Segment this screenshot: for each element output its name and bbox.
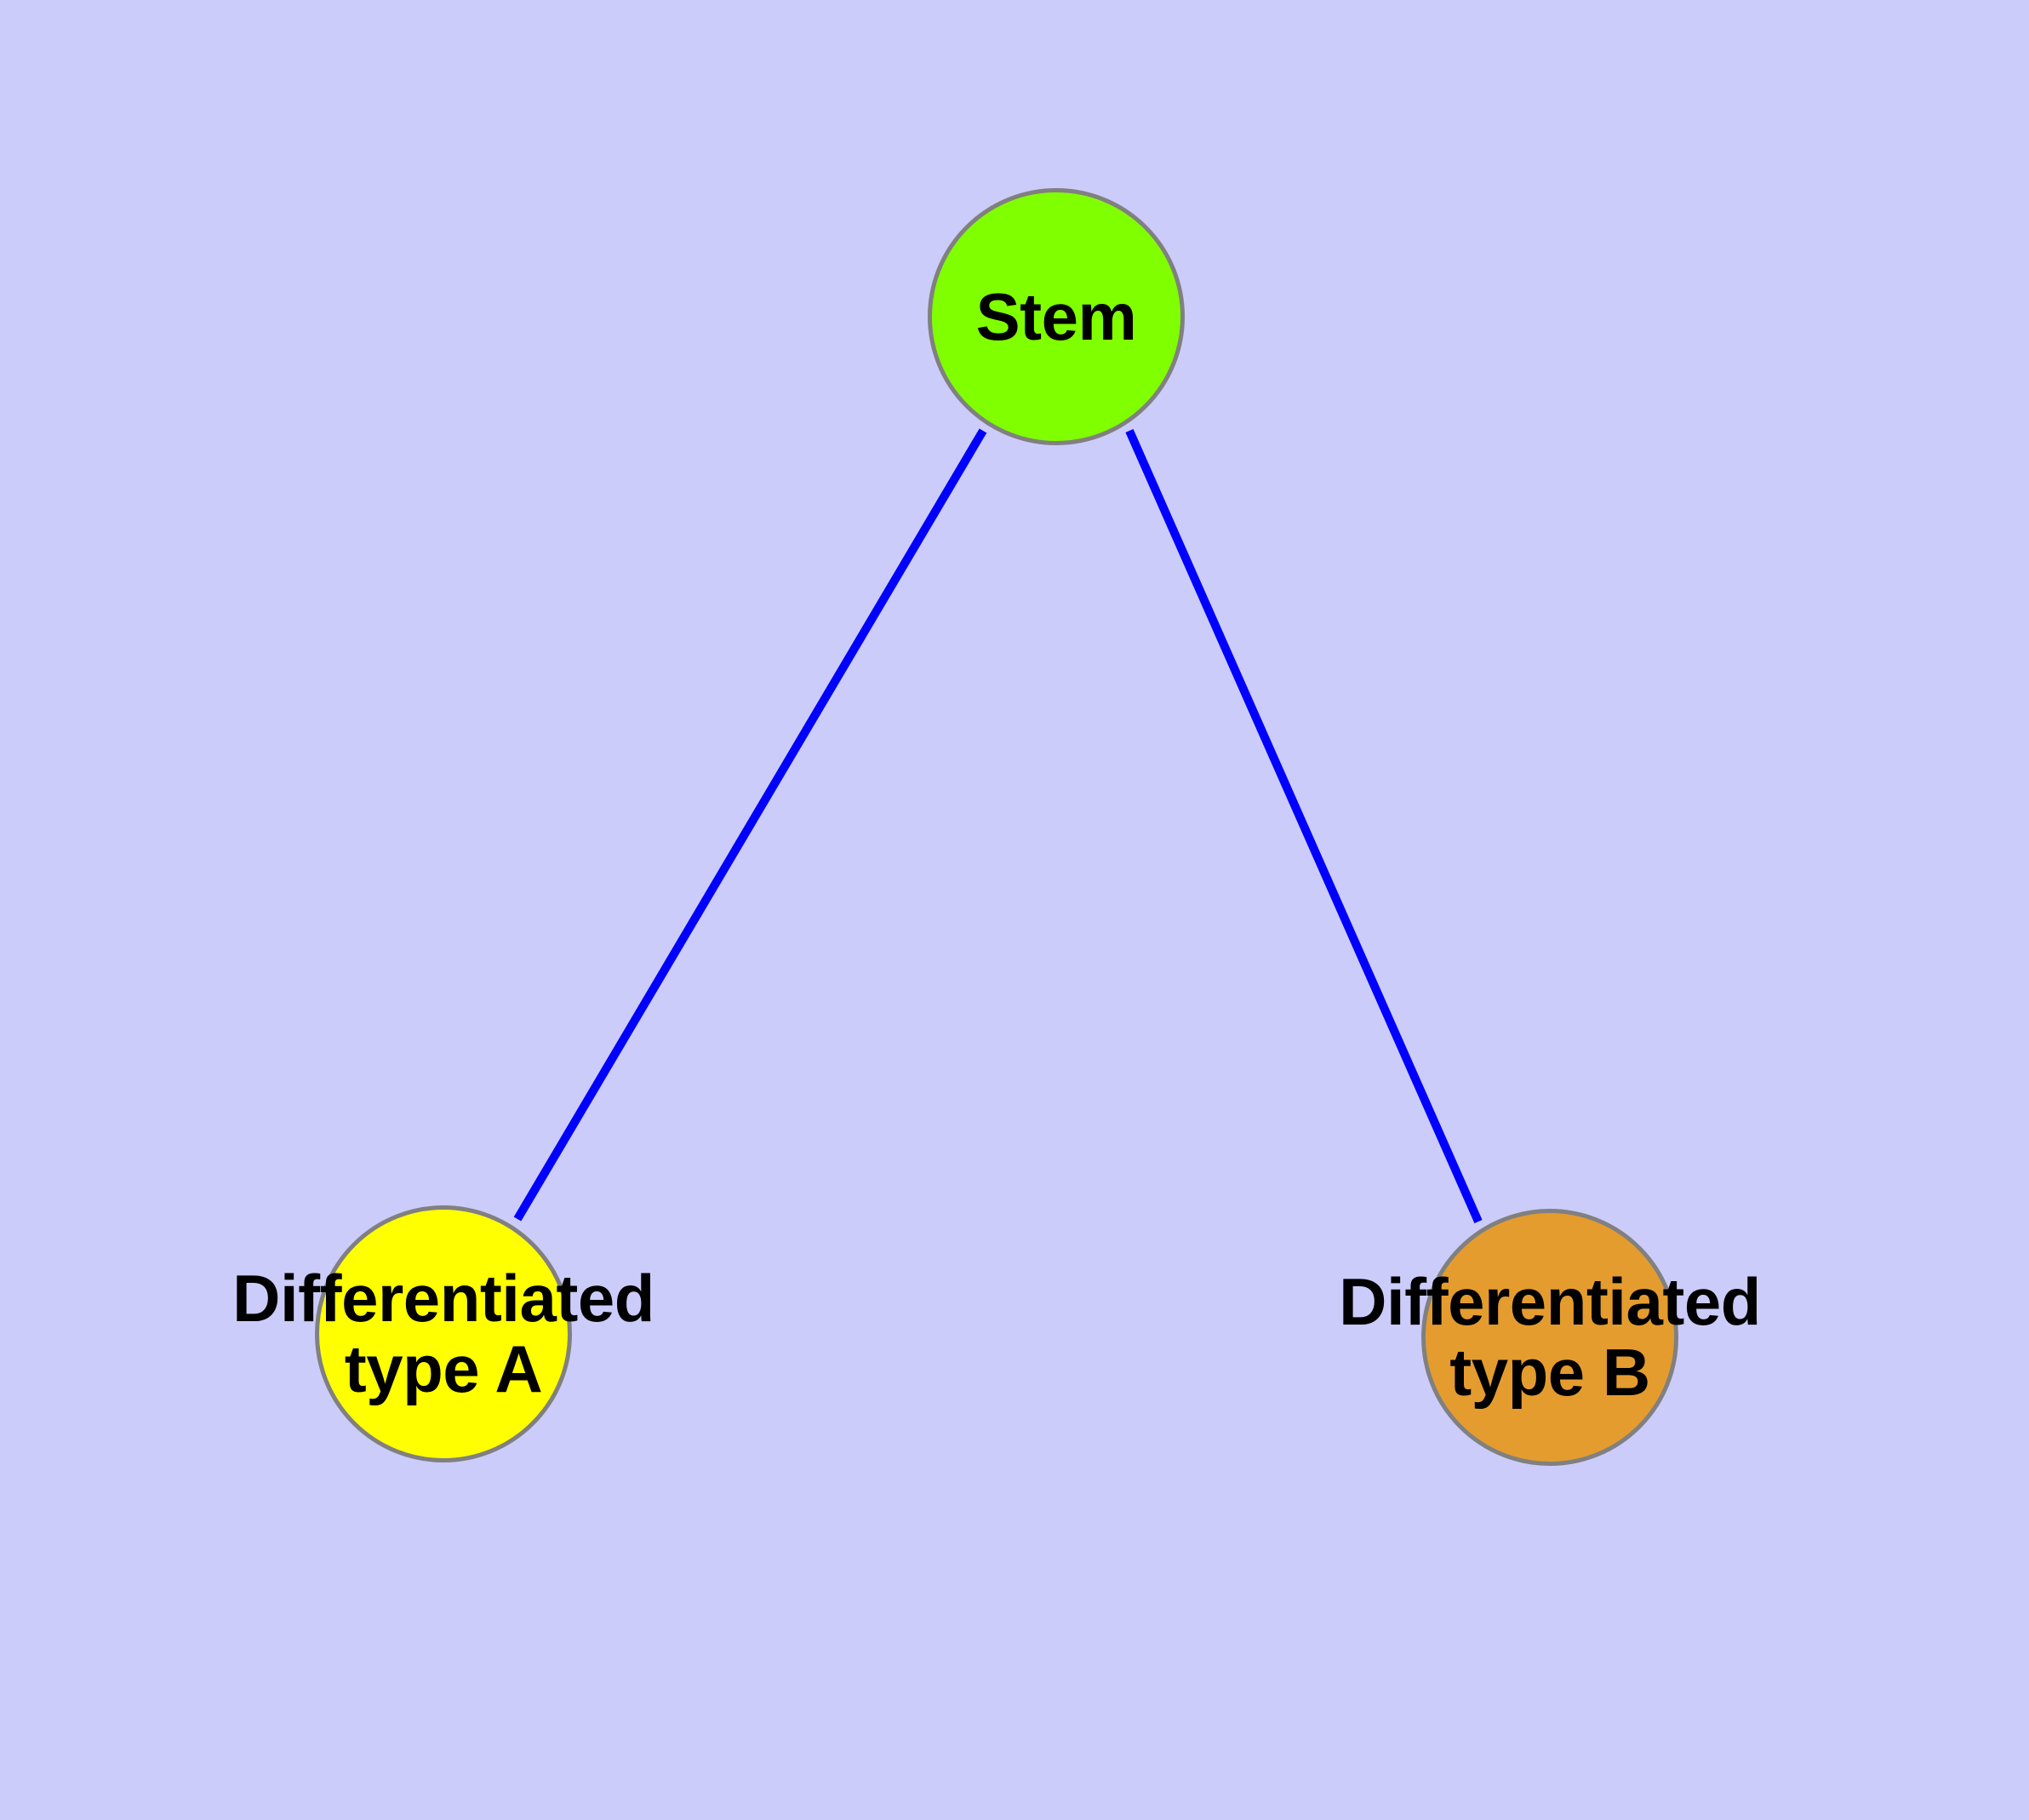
node-stem[interactable] xyxy=(928,188,1185,445)
node-differentiated-type-a[interactable] xyxy=(315,1205,572,1462)
edge-stem-to-differentiated-type-a xyxy=(513,428,987,1222)
node-differentiated-type-b[interactable] xyxy=(1421,1209,1678,1466)
edge-stem-to-differentiated-type-b xyxy=(1125,428,1483,1224)
